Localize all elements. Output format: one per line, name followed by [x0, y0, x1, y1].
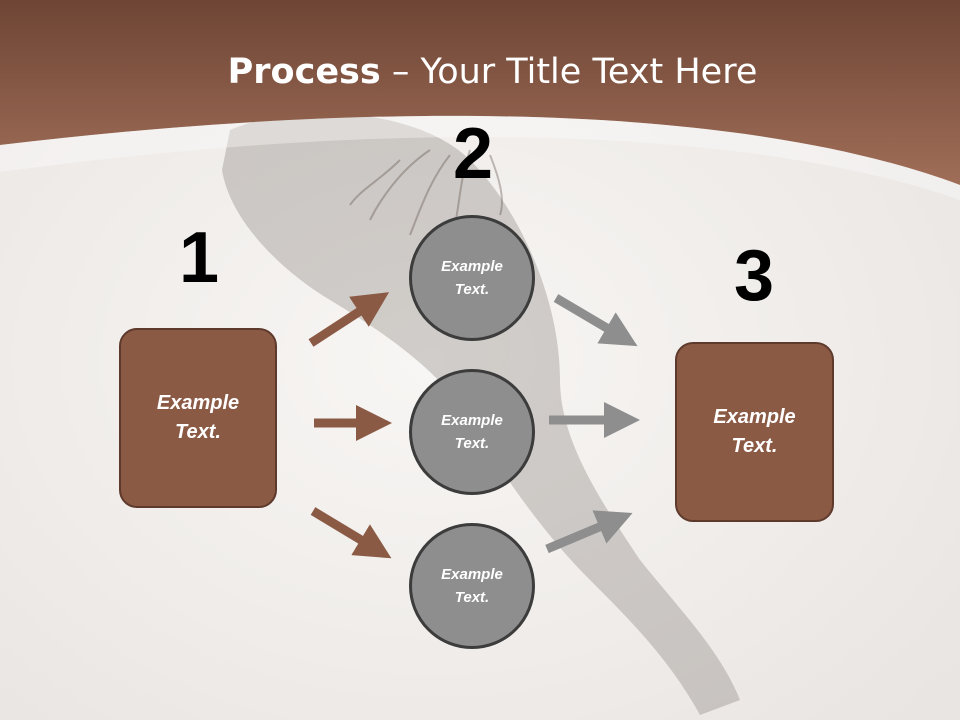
right-process-box[interactable]: Example Text.	[675, 342, 834, 522]
title-bold: Process	[227, 52, 381, 92]
left-box-line1: Example	[156, 392, 240, 414]
circle-top-line2: Text.	[454, 281, 490, 298]
header-swoosh	[0, 115, 960, 200]
header-band	[0, 0, 960, 185]
circle-middle-line2: Text.	[454, 435, 490, 452]
circle-bottom-line1: Example	[441, 566, 503, 583]
circle-bottom[interactable]: Example Text.	[409, 523, 535, 649]
circle-bottom-line2: Text.	[454, 589, 490, 606]
right-box-line2: Text.	[731, 435, 778, 457]
circle-top[interactable]: Example Text.	[409, 215, 535, 341]
slide-title: Process – Your Title Text Here	[0, 52, 960, 92]
title-rest: – Your Title Text Here	[380, 52, 758, 92]
circle-top-line1: Example	[441, 258, 503, 275]
circle-middle[interactable]: Example Text.	[409, 369, 535, 495]
step-number-3: 3	[733, 236, 775, 316]
step-number-1: 1	[178, 218, 220, 298]
left-process-box[interactable]: Example Text.	[119, 328, 277, 508]
circle-middle-line1: Example	[441, 412, 503, 429]
right-box-line1: Example	[713, 406, 796, 428]
step-number-2: 2	[452, 114, 494, 194]
left-box-line2: Text.	[175, 421, 221, 443]
